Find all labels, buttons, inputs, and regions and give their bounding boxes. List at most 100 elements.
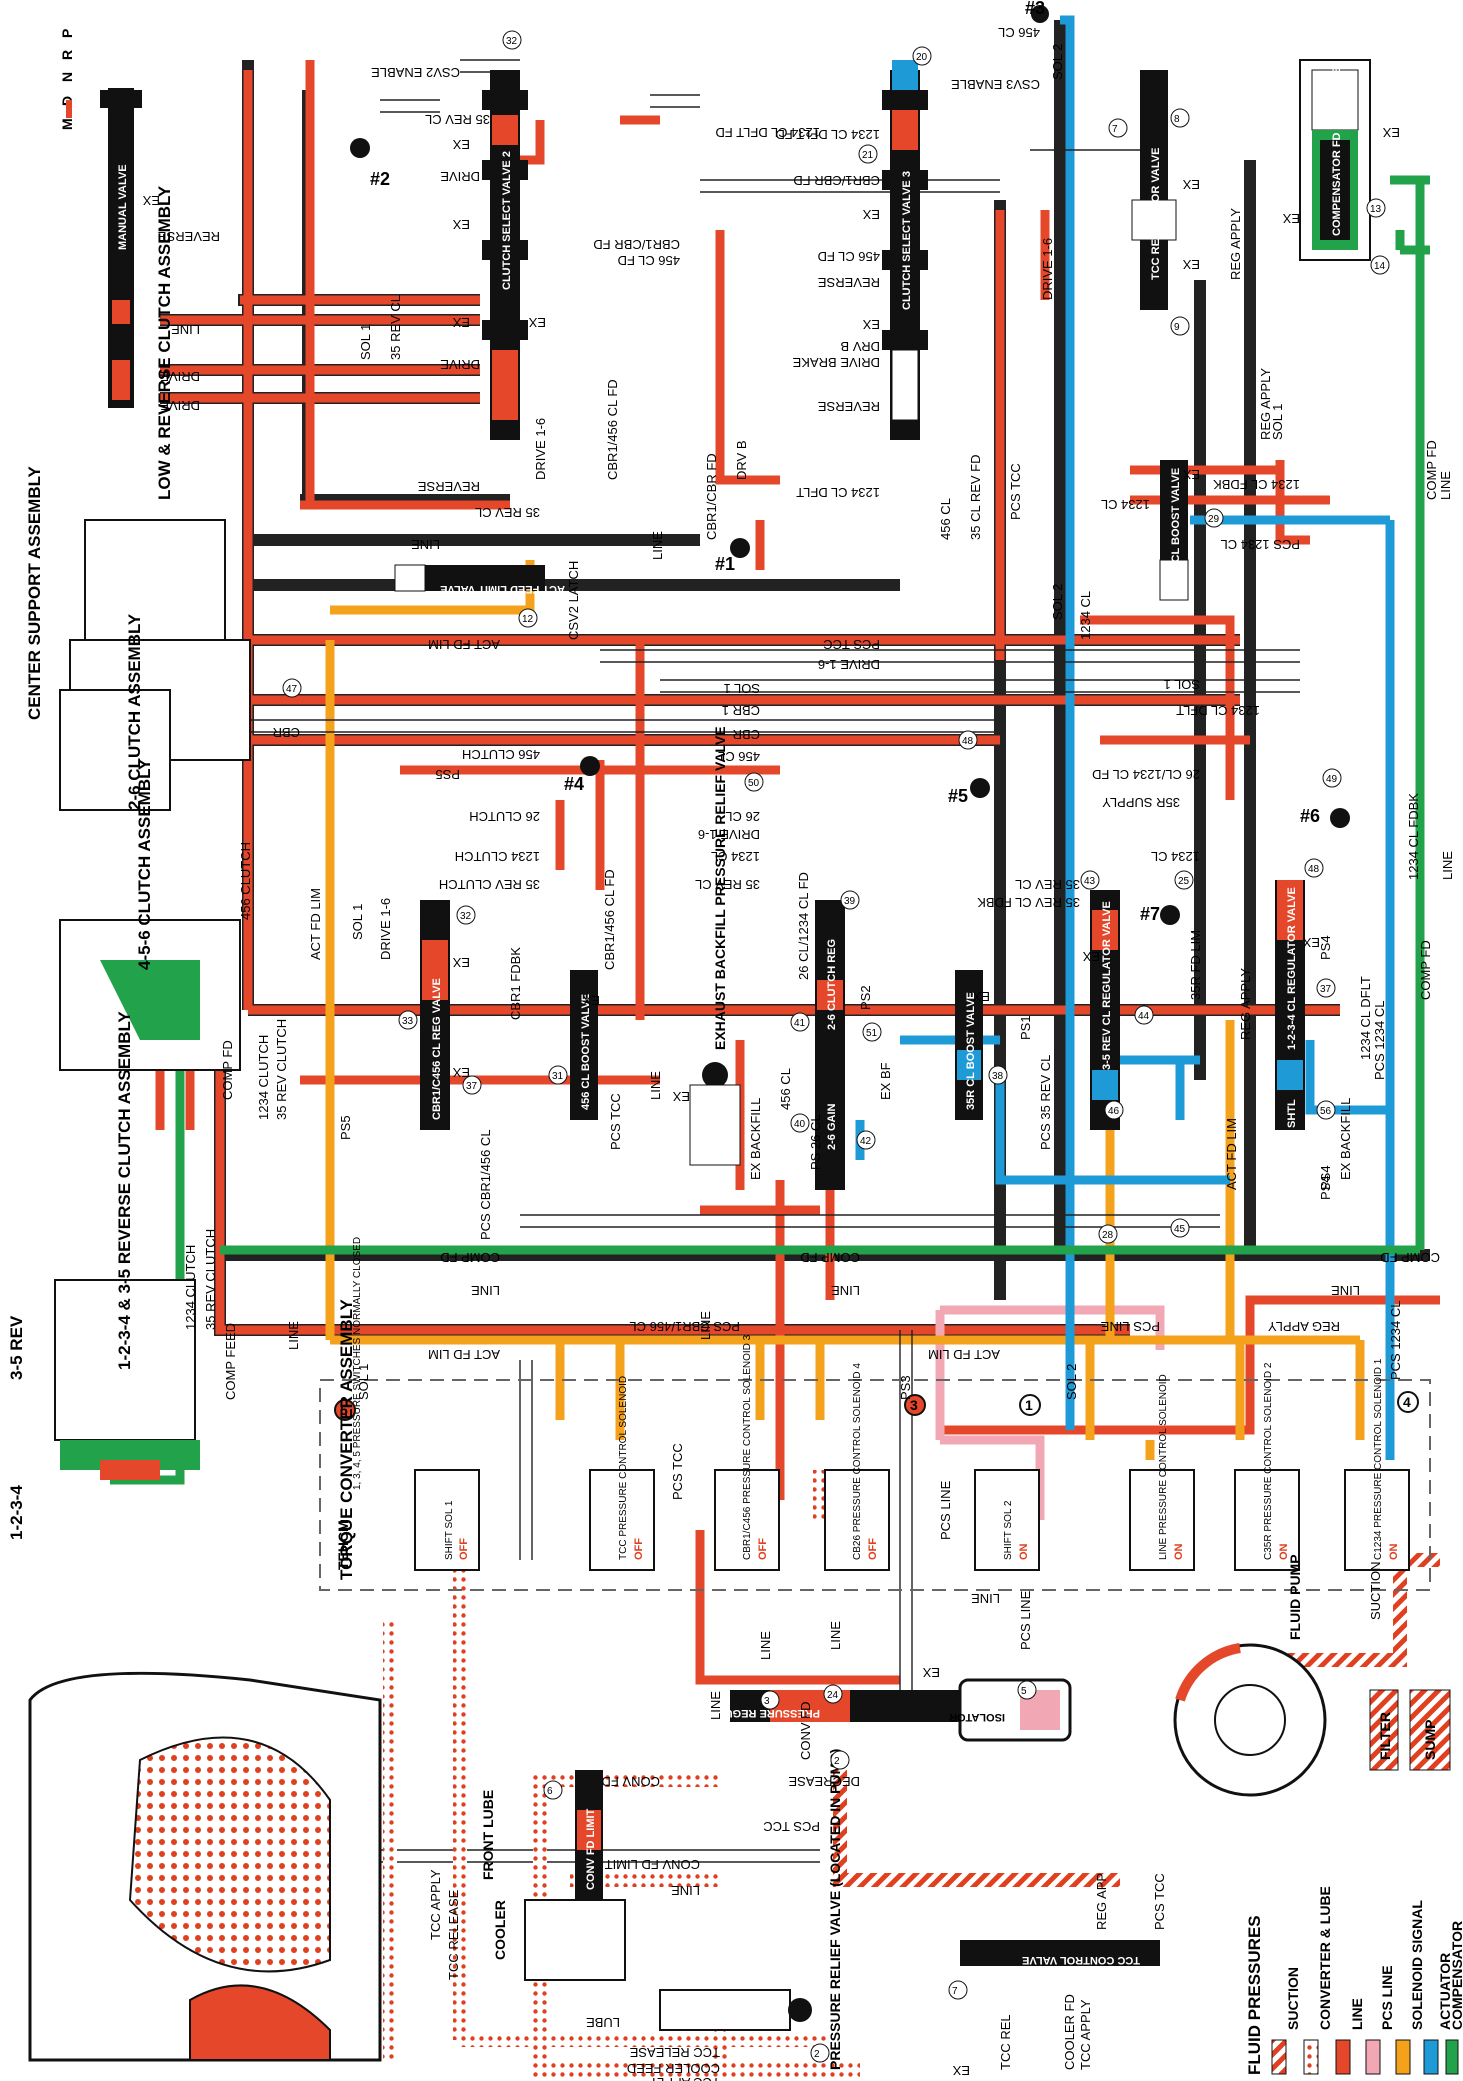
port-22: 32 [506, 36, 518, 47]
range-r: R [59, 50, 75, 60]
label-sol1-vert: SOL 1 [358, 324, 373, 360]
port-39b: 37 [466, 1081, 478, 1092]
label-drive-brake: DRIVE BRAKE [792, 355, 880, 370]
label-cbr1-cbr-fd: CBR1/CBR FD [793, 173, 880, 188]
label-pcs-1234-cl-vert: PCS 1234 CL [1372, 1001, 1387, 1081]
label-conv-fd: CONV FD [602, 1774, 661, 1789]
label-1234-cl-dflt-vert: 1234 CL DFLT [1358, 976, 1373, 1060]
solenoid-shift-1: SHIFT SOL 1 OFF [414, 1469, 480, 1571]
label-pcs-tcc-vert: PCS TCC [1008, 463, 1023, 520]
label-cbr1-cbr-fd-vert: CBR1/CBR FD [704, 453, 719, 540]
pressure-switches: 5 3 1 4 [334, 1391, 1419, 1421]
label-ex-7: EX [1182, 177, 1200, 192]
label-1234-cl-vert: 1234 CL [1078, 591, 1093, 640]
pressure-switch-3 [904, 1394, 926, 1416]
label-csv2-enable: CSV2 ENABLE [371, 65, 460, 80]
label-csv2-latch-vert: CSV2 LATCH [566, 561, 581, 640]
pressure-relief-label: PRESSURE RELIEF VALVE (LOCATED IN PUMP) [827, 1749, 843, 2070]
legend-label-converter: CONVERTER & LUBE [1317, 1886, 1333, 2030]
label-ps3-vert: PS3 [898, 1375, 913, 1400]
tehcm-label: TEHCM [335, 1520, 351, 1570]
center-support-label: CENTER SUPPORT ASSEMBLY [25, 466, 44, 720]
port-20: 20 [916, 52, 928, 63]
legend-item-solenoid-signal: SOLENOID SIGNAL [1395, 1900, 1425, 2075]
legend-item-actuator: ACTUATOR [1423, 1953, 1453, 2075]
label-drive-16: DRIVE 1-6 [818, 657, 880, 672]
reg-1234-label: 1-2-3-4 CL REGULATOR VALVE [1286, 887, 1298, 1050]
range-indicator: M D N R P [59, 29, 75, 130]
label-reg-apply-vert-2: REG APPLY [1258, 368, 1273, 440]
label-tcc-release: TCC RELEASE [629, 2045, 720, 2060]
label-456-cl-vert-2: 456 CL [778, 1068, 793, 1110]
label-line-low: LINE [471, 1283, 500, 1298]
label-ex-16: EX [972, 989, 990, 1004]
label-ex-12: EX [452, 955, 470, 970]
label-35-rev-cl-vert: 35 REV CL [388, 295, 403, 360]
reg-1234-valve: 1-2-3-4 CL REGULATOR VALVE SHTL [1275, 880, 1305, 1130]
solenoid-state: OFF [867, 1538, 879, 1560]
label-ps5-vert: PS5 [338, 1115, 353, 1140]
label-conv-fd-vert: CONV FD [798, 1702, 813, 1761]
label-act-fd-lim-low-2: ACT FD LIM [928, 1347, 1000, 1362]
checkball-4 [580, 756, 600, 776]
port-38: 33 [402, 1016, 414, 1027]
port-28: 28 [1102, 1230, 1114, 1241]
filter-sump: FILTER SUMP [1369, 1689, 1451, 1771]
port-31: 31 [552, 1071, 564, 1082]
legend: FLUID PRESSURES SUCTION CONVERTER & LUBE… [1245, 1886, 1463, 2075]
label-ex-4: EX [528, 315, 546, 330]
label-drive-16-vert-2: DRIVE 1-6 [1040, 238, 1055, 300]
port-40: 38 [992, 1071, 1004, 1082]
label-line-low-3: LINE [1331, 1283, 1360, 1298]
port-43: 41 [794, 1018, 806, 1029]
port-24: 24 [827, 1690, 839, 1701]
label-35-rev-clutch: 35 REV CLUTCH [439, 877, 540, 892]
solenoid-name: LINE PRESSURE CONTROL SOLENOID [1158, 1374, 1169, 1560]
label-ex-backfill-vert: EX BACKFILL [748, 1098, 763, 1180]
label-1234-cl-dflt: 1234 CL DFLT [796, 485, 880, 500]
solenoid-state: ON [1388, 1543, 1400, 1560]
legend-item-compensator: COMPENSATOR [1445, 1921, 1463, 2075]
label-ex-18: EX [1302, 935, 1320, 950]
label-drive-top: DRIVE [440, 169, 480, 184]
legend-label-suction: SUCTION [1285, 1967, 1301, 2030]
label-1234: 1-2-3-4 [7, 1485, 26, 1540]
label-cbr1-fdbk-vert: CBR1 FDBK [508, 947, 523, 1020]
label-ex-9: EX [1182, 467, 1200, 482]
label-cbr1-456-cl-fd-vert: CBR1/456 CL FD [605, 379, 620, 480]
label-drive-16-vert-3: DRIVE 1-6 [378, 898, 393, 960]
comp-fd-reg-label: COMPENSATOR FD REG VALVE [1331, 68, 1343, 236]
legend-title: FLUID PRESSURES [1245, 1915, 1264, 2075]
solenoid-pcs4: CB26 PRESSURE CONTROL SOLENOID 4 OFF [824, 1363, 890, 1571]
boost-456-valve: 456 CL BOOST VALVE [570, 970, 598, 1120]
pressure-switch-3-label: 3 [910, 1397, 918, 1413]
label-ex-20: EX [952, 2063, 970, 2078]
port-1: 2 [814, 2049, 820, 2060]
label-line-bottom: LINE [971, 1591, 1000, 1606]
label-drive-16-vert: DRIVE 1-6 [533, 418, 548, 480]
port-51: 48 [962, 736, 974, 747]
boost-1234-valve: 1234 CL BOOST VALVE [1159, 460, 1189, 601]
filter-label: FILTER [1377, 1712, 1393, 1760]
checkball-2-label: #2 [370, 169, 390, 189]
label-ps4-bottom: PS4 [1318, 1165, 1333, 1190]
label-456-cl-mid: 456 CL [718, 749, 760, 764]
port-37: 32 [460, 911, 472, 922]
legend-label-solenoid-signal: SOLENOID SIGNAL [1409, 1900, 1425, 2030]
label-ex-2: EX [452, 217, 470, 232]
label-1234-clutch: 1234 CLUTCH [455, 849, 540, 864]
boost-35r-valve: 35R CL BOOST VALVE [955, 970, 983, 1120]
boost-456-label: 456 CL BOOST VALVE [580, 994, 592, 1110]
label-comp-fd-vert-2: COMP FD [1418, 940, 1433, 1000]
label-sol2-vert-3: SOL 2 [1064, 1364, 1079, 1400]
port-39: 37 [1320, 984, 1332, 995]
label-cooler-fd-vert: COOLER FD [1062, 1994, 1077, 2070]
reg-35-rev-valve: 3-5 REV CL REGULATOR VALVE [1090, 890, 1120, 1130]
label-ps2-vert: PS2 [858, 985, 873, 1010]
solenoid-name: C1234 PRESSURE CONTROL SOLENOID 1 [1373, 1358, 1384, 1560]
label-drive-manual: DRIVE [160, 369, 200, 384]
label-456-cl-fd: 456 CL FD [618, 253, 680, 268]
label-35-rev-clutch-vert-2: 35 REV CLUTCH [203, 1229, 218, 1330]
label-tcc-apply: TCC APPLY [649, 2075, 720, 2081]
